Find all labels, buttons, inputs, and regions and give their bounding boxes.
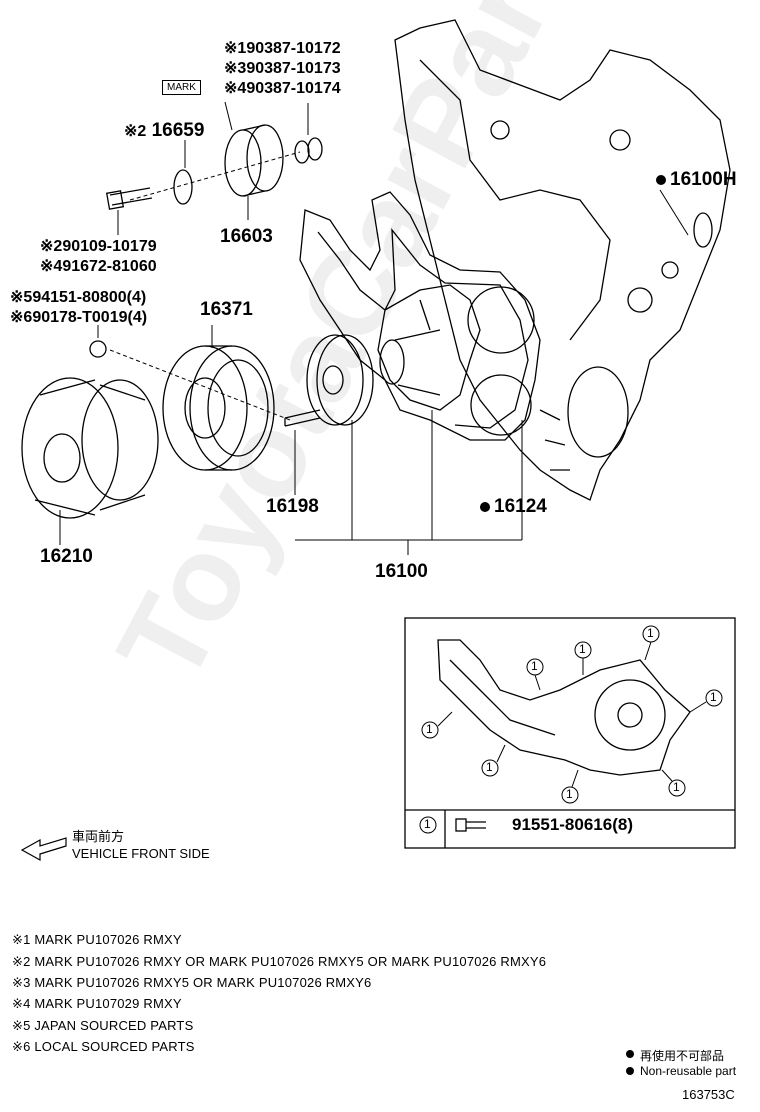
inset-callout-2: 1 [579, 642, 586, 656]
hub-drawing [306, 334, 374, 426]
inset-gasket-drawing [437, 639, 691, 776]
inset-callout-4: 1 [710, 690, 717, 704]
note-4: ※4 MARK PU107029 RMXY [12, 996, 182, 1011]
inset-callout-6: 1 [486, 760, 493, 774]
washer-drawing [173, 169, 193, 205]
timing-cover-drawing [394, 19, 731, 501]
pulley-drawing [162, 345, 275, 471]
idler-drawing [224, 124, 284, 197]
inset-frame [404, 617, 736, 849]
ref-16371[interactable]: 16371 [200, 299, 253, 320]
direction-jp: 車両前方 [72, 829, 125, 844]
non-reusable-dots [480, 175, 666, 1075]
inset-callout-3: 1 [647, 626, 654, 640]
ref-90109-10179[interactable]: ※290109-10179 [40, 238, 157, 255]
inset-legend-callout: 1 [424, 817, 431, 831]
o-ring-drawing [693, 212, 713, 248]
inset-callout-5: 1 [426, 722, 433, 736]
ref-90387-10172[interactable]: ※190387-10172 [224, 40, 341, 57]
ref-16124[interactable]: 16124 [494, 496, 547, 517]
ref-16198[interactable]: 16198 [266, 496, 319, 517]
note-1: ※1 MARK PU107026 RMXY [12, 932, 182, 947]
note-2: ※2 MARK PU107026 RMXY OR MARK PU107026 R… [12, 954, 547, 969]
dashed-axes [109, 151, 301, 421]
note-5: ※5 JAPAN SOURCED PARTS [12, 1018, 194, 1033]
fan-clutch-drawing [21, 377, 159, 519]
ref-16100H[interactable]: 16100H [670, 169, 737, 190]
leader-lines [59, 101, 689, 555]
ref-90387-10173[interactable]: ※390387-10173 [224, 60, 341, 77]
stud-drawing [284, 409, 321, 427]
note-6: ※6 LOCAL SOURCED PARTS [12, 1039, 195, 1054]
ref-91551-80616[interactable]: 91551-80616(8) [512, 815, 633, 834]
ref-91672-81060[interactable]: ※491672-81060 [40, 258, 157, 275]
water-pump-drawing [377, 284, 481, 411]
ref-16603[interactable]: 16603 [220, 226, 273, 247]
ref-90178-T0019[interactable]: ※690178-T0019(4) [10, 309, 148, 326]
ref-16100[interactable]: 16100 [375, 561, 428, 582]
note-3: ※3 MARK PU107026 RMXY5 OR MARK PU107026 … [12, 975, 372, 990]
ref-16659[interactable]: ※2 16659 [124, 120, 205, 141]
nut-drawing [89, 340, 107, 358]
inset-callouts [419, 625, 723, 834]
inset-callout-8: 1 [673, 780, 680, 794]
ref-16210[interactable]: 16210 [40, 546, 93, 567]
bolt-drawing [105, 187, 153, 210]
ref-94151-80800[interactable]: ※594151-80800(4) [10, 289, 147, 306]
mark-label: MARK [162, 80, 201, 95]
inset-callout-1: 1 [531, 659, 538, 673]
ref-90387-10174[interactable]: ※490387-10174 [224, 80, 341, 97]
inset-callout-7: 1 [566, 787, 573, 801]
legend-en: Non-reusable part [640, 1064, 737, 1078]
spacer-drawing [294, 137, 323, 164]
direction-en: VEHICLE FRONT SIDE [72, 846, 210, 861]
figure-id: 163753C [682, 1087, 735, 1102]
legend-jp: 再使用不可部品 [640, 1049, 725, 1063]
inset-bolt-drawing [455, 818, 486, 832]
direction-arrow-icon [20, 837, 67, 862]
